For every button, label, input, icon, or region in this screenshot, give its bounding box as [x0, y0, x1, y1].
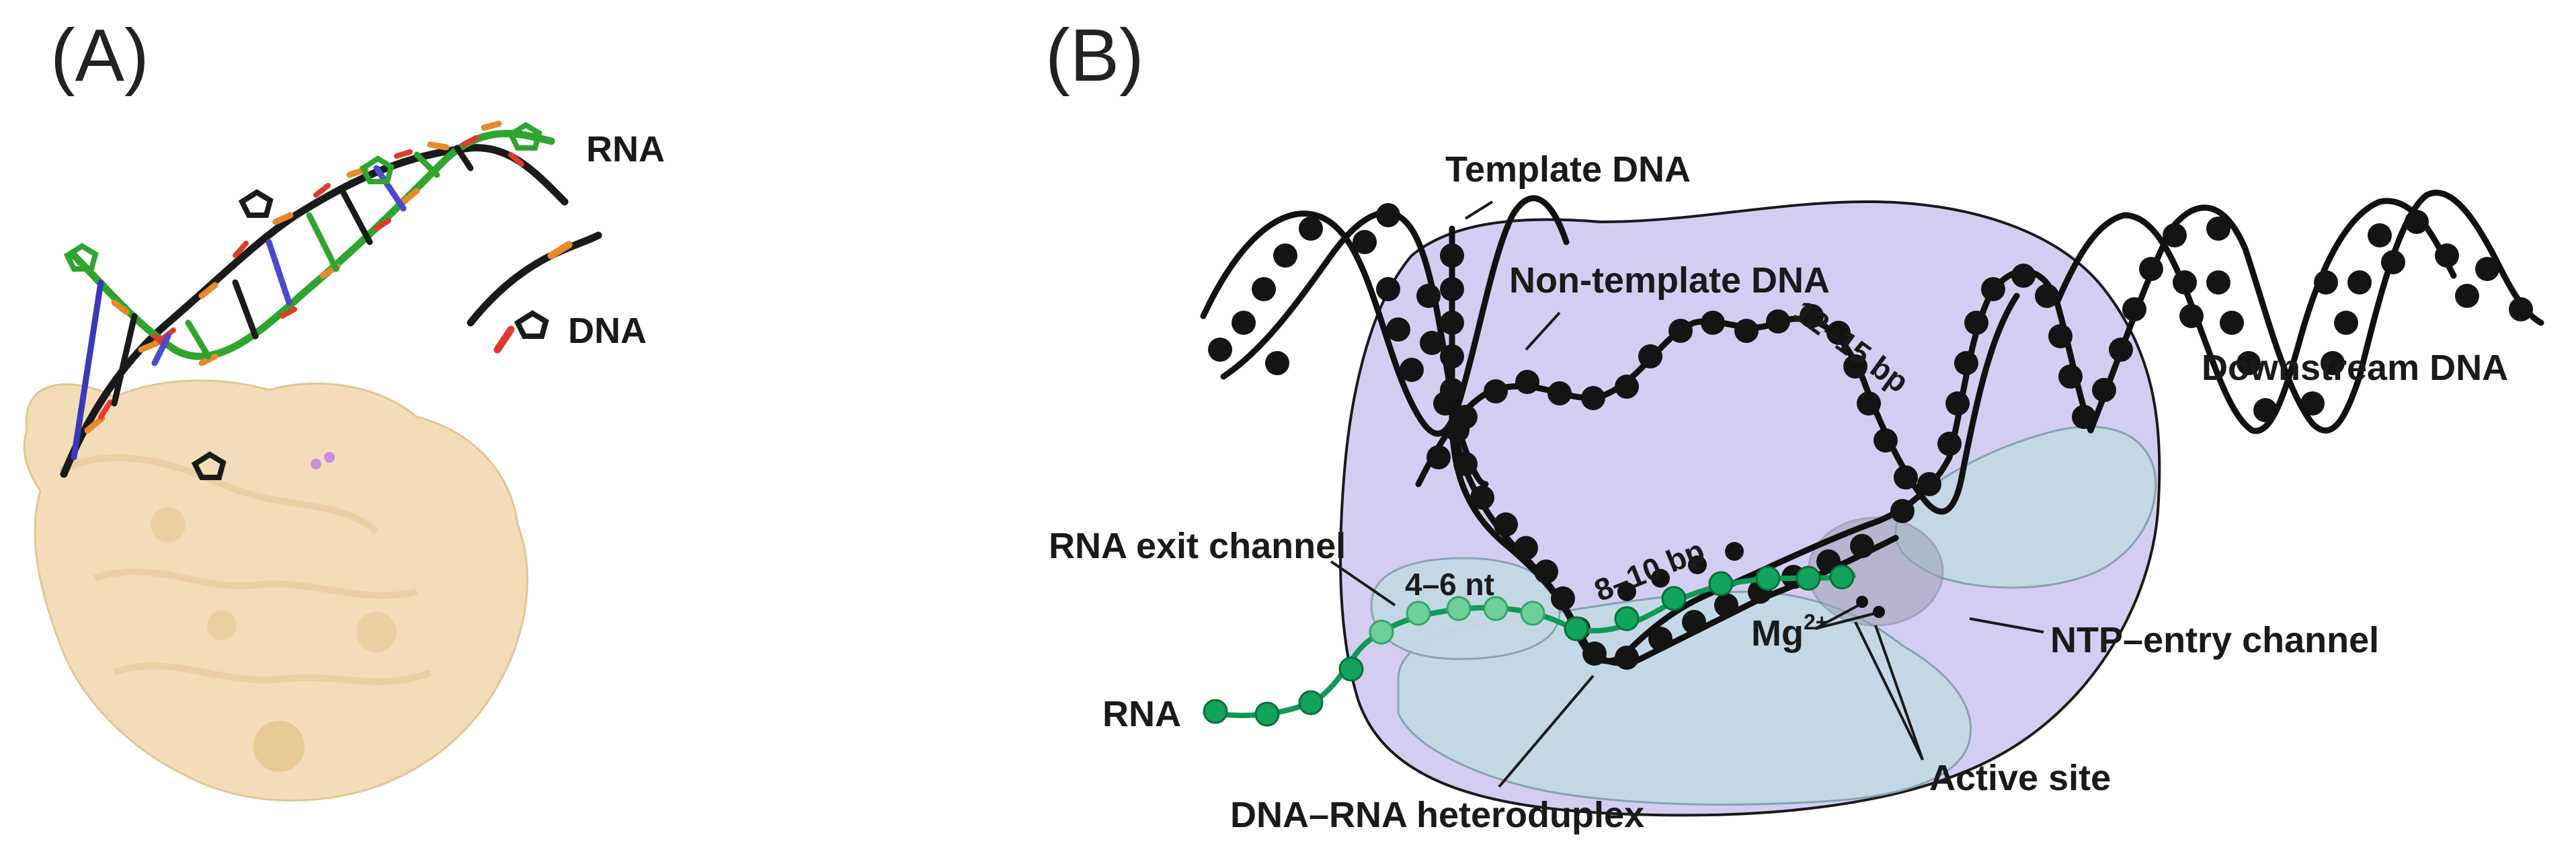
dna-label-a: DNA: [568, 311, 647, 351]
downstream-dna: [2054, 190, 2544, 434]
leader-mg: [1814, 604, 1859, 630]
rna-strand: [1203, 564, 1856, 727]
protein-surface: [23, 379, 528, 802]
dna-beads-downstream: [2092, 210, 2533, 422]
leader-ntp-entry: [1969, 617, 2044, 633]
leader-heteroduplex: [1498, 674, 1595, 788]
leader-template-dna: [1464, 200, 1494, 220]
leader-active-site-2: [1854, 621, 1924, 761]
panel-a: (A): [23, 14, 665, 802]
panel-b: (B): [1045, 14, 2544, 835]
leader-active-site-1: [1874, 625, 1924, 761]
active-site-label: Active site: [1929, 758, 2111, 798]
dna-beads-upstream: [1208, 203, 1457, 416]
mg-label: Mg2+: [1751, 610, 1828, 654]
non-template-dna-beads: [1426, 304, 1918, 601]
dna-rna-heteroduplex-label: DNA–RNA heteroduplex: [1230, 795, 1644, 835]
rna-label-a: RNA: [586, 129, 665, 169]
panel-a-label: (A): [50, 14, 149, 97]
leader-rna-exit-channel: [1330, 560, 1396, 607]
nucleic-acid-duplex: [60, 120, 602, 480]
non-template-dna-label: Non-template DNA: [1509, 260, 1830, 301]
nt-4-6-label: 4–6 nt: [1405, 567, 1494, 602]
rna-exit-channel-label: RNA exit channel: [1049, 526, 1346, 566]
mg-ion-dot-2: [1873, 606, 1885, 618]
ntp-entry-channel-label: NTP–entry channel: [2050, 620, 2379, 660]
leader-mg-2: [1814, 612, 1876, 630]
template-dna-label: Template DNA: [1445, 149, 1691, 190]
downstream-dna-label: Downstream DNA: [2202, 348, 2508, 388]
mg-ion-dot: [1856, 596, 1868, 608]
rna-label-b: RNA: [1102, 694, 1181, 734]
dna-binding-cleft: [1397, 590, 1972, 806]
panel-b-label: (B): [1045, 14, 1144, 97]
leader-non-template-dna: [1525, 311, 1561, 351]
